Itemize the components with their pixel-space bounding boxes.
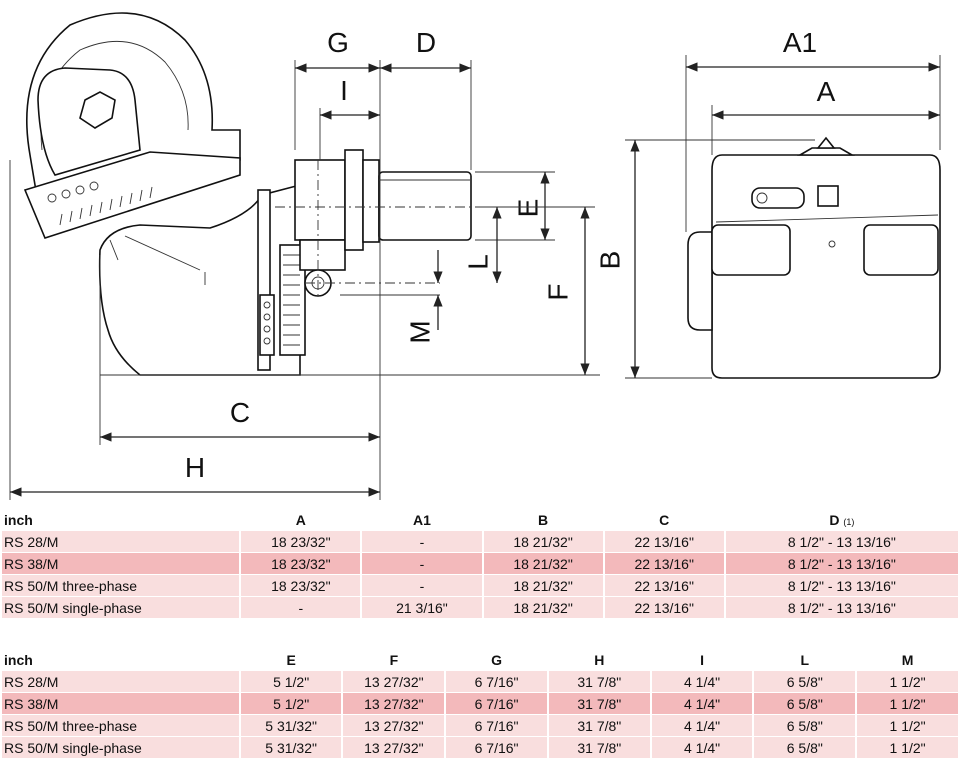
- side-view: G D I E L F M C H: [9, 12, 600, 500]
- label-A: A: [817, 76, 836, 107]
- cell-G: 6 7/16": [446, 671, 547, 692]
- model-cell: RS 28/M: [2, 671, 239, 692]
- model-cell: RS 50/M single-phase: [2, 737, 239, 758]
- unit-header: inch: [2, 509, 240, 530]
- col-header-M: M: [857, 649, 958, 670]
- col-header-I: I: [651, 649, 753, 670]
- cell-A: -: [241, 597, 361, 618]
- cell-A: 18 23/32": [241, 531, 361, 552]
- burner-dimension-drawing: G D I E L F M C H: [9, 12, 941, 500]
- table-row: RS 50/M three-phase 5 31/32" 13 27/32" 6…: [2, 715, 958, 736]
- table-row: RS 28/M 18 23/32" - 18 21/32" 22 13/16" …: [2, 531, 958, 552]
- table-row: RS 38/M 18 23/32" - 18 21/32" 22 13/16" …: [2, 553, 958, 574]
- label-H: H: [185, 452, 205, 483]
- cell-H: 31 7/8": [548, 737, 650, 758]
- cell-B: 18 21/32": [483, 597, 603, 618]
- cell-H: 31 7/8": [548, 693, 650, 714]
- model-cell: RS 50/M three-phase: [2, 715, 239, 736]
- col-header-H: H: [548, 649, 650, 670]
- cell-M: 1 1/2": [857, 671, 958, 692]
- cell-E: 5 1/2": [240, 671, 342, 692]
- label-C: C: [230, 397, 250, 428]
- col-header-A1: A1: [362, 509, 482, 530]
- label-F: F: [542, 283, 573, 300]
- table-row: RS 38/M 5 1/2" 13 27/32" 6 7/16" 31 7/8"…: [2, 693, 958, 714]
- cell-M: 1 1/2": [857, 693, 958, 714]
- cell-E: 5 1/2": [240, 693, 342, 714]
- col-header-E: E: [240, 649, 342, 670]
- dimensions-table-1: inch A A1 B C D (1) RS 28/M 18 23/32" - …: [0, 508, 960, 619]
- cell-A1: -: [362, 531, 482, 552]
- cell-E: 5 31/32": [240, 715, 342, 736]
- footnote-ref: (1): [843, 516, 855, 527]
- cell-C: 22 13/16": [604, 553, 724, 574]
- cell-I: 4 1/4": [651, 737, 753, 758]
- label-E: E: [512, 199, 543, 218]
- model-cell: RS 28/M: [2, 531, 240, 552]
- front-view: A1 A B: [594, 27, 941, 379]
- cell-F: 13 27/32": [343, 671, 445, 692]
- col-header-D: D (1): [725, 509, 958, 530]
- table-row: RS 50/M three-phase 18 23/32" - 18 21/32…: [2, 575, 958, 596]
- label-L: L: [462, 254, 493, 270]
- col-header-A: A: [241, 509, 361, 530]
- cell-B: 18 21/32": [483, 531, 603, 552]
- cell-L: 6 5/8": [754, 737, 856, 758]
- cell-B: 18 21/32": [483, 575, 603, 596]
- col-header-F: F: [343, 649, 445, 670]
- cell-A1: 21 3/16": [362, 597, 482, 618]
- cell-F: 13 27/32": [343, 715, 445, 736]
- cell-I: 4 1/4": [651, 671, 753, 692]
- unit-header: inch: [2, 649, 239, 670]
- label-M: M: [404, 320, 435, 343]
- cell-C: 22 13/16": [604, 531, 724, 552]
- label-D: D: [416, 27, 436, 58]
- cell-H: 31 7/8": [548, 715, 650, 736]
- cell-D: 8 1/2" - 13 13/16": [725, 575, 958, 596]
- cell-D: 8 1/2" - 13 13/16": [725, 553, 958, 574]
- col-header-C: C: [604, 509, 724, 530]
- cell-F: 13 27/32": [343, 693, 445, 714]
- cell-M: 1 1/2": [857, 737, 958, 758]
- cell-I: 4 1/4": [651, 715, 753, 736]
- cell-D: 8 1/2" - 13 13/16": [725, 531, 958, 552]
- label-I: I: [340, 75, 348, 106]
- table-row: RS 50/M single-phase 5 31/32" 13 27/32" …: [2, 737, 958, 758]
- cell-L: 6 5/8": [754, 671, 856, 692]
- model-cell: RS 50/M single-phase: [2, 597, 240, 618]
- label-B: B: [594, 251, 625, 270]
- cell-D: 8 1/2" - 13 13/16": [725, 597, 958, 618]
- cell-C: 22 13/16": [604, 597, 724, 618]
- cell-A1: -: [362, 575, 482, 596]
- model-cell: RS 38/M: [2, 693, 239, 714]
- cell-G: 6 7/16": [446, 693, 547, 714]
- col-header-G: G: [446, 649, 547, 670]
- col-header-L: L: [754, 649, 856, 670]
- cell-L: 6 5/8": [754, 693, 856, 714]
- model-cell: RS 50/M three-phase: [2, 575, 240, 596]
- dimensions-table-2: inch E F G H I L M RS 28/M 5 1/2" 13 27/…: [0, 648, 960, 759]
- cell-M: 1 1/2": [857, 715, 958, 736]
- table-row: RS 50/M single-phase - 21 3/16" 18 21/32…: [2, 597, 958, 618]
- cell-F: 13 27/32": [343, 737, 445, 758]
- cell-C: 22 13/16": [604, 575, 724, 596]
- cell-L: 6 5/8": [754, 715, 856, 736]
- model-cell: RS 38/M: [2, 553, 240, 574]
- cell-G: 6 7/16": [446, 715, 547, 736]
- cell-G: 6 7/16": [446, 737, 547, 758]
- label-G: G: [327, 27, 349, 58]
- cell-A1: -: [362, 553, 482, 574]
- cell-A: 18 23/32": [241, 553, 361, 574]
- cell-E: 5 31/32": [240, 737, 342, 758]
- col-header-B: B: [483, 509, 603, 530]
- cell-I: 4 1/4": [651, 693, 753, 714]
- label-A1: A1: [783, 27, 817, 58]
- cell-B: 18 21/32": [483, 553, 603, 574]
- cell-H: 31 7/8": [548, 671, 650, 692]
- table-row: RS 28/M 5 1/2" 13 27/32" 6 7/16" 31 7/8"…: [2, 671, 958, 692]
- cell-A: 18 23/32": [241, 575, 361, 596]
